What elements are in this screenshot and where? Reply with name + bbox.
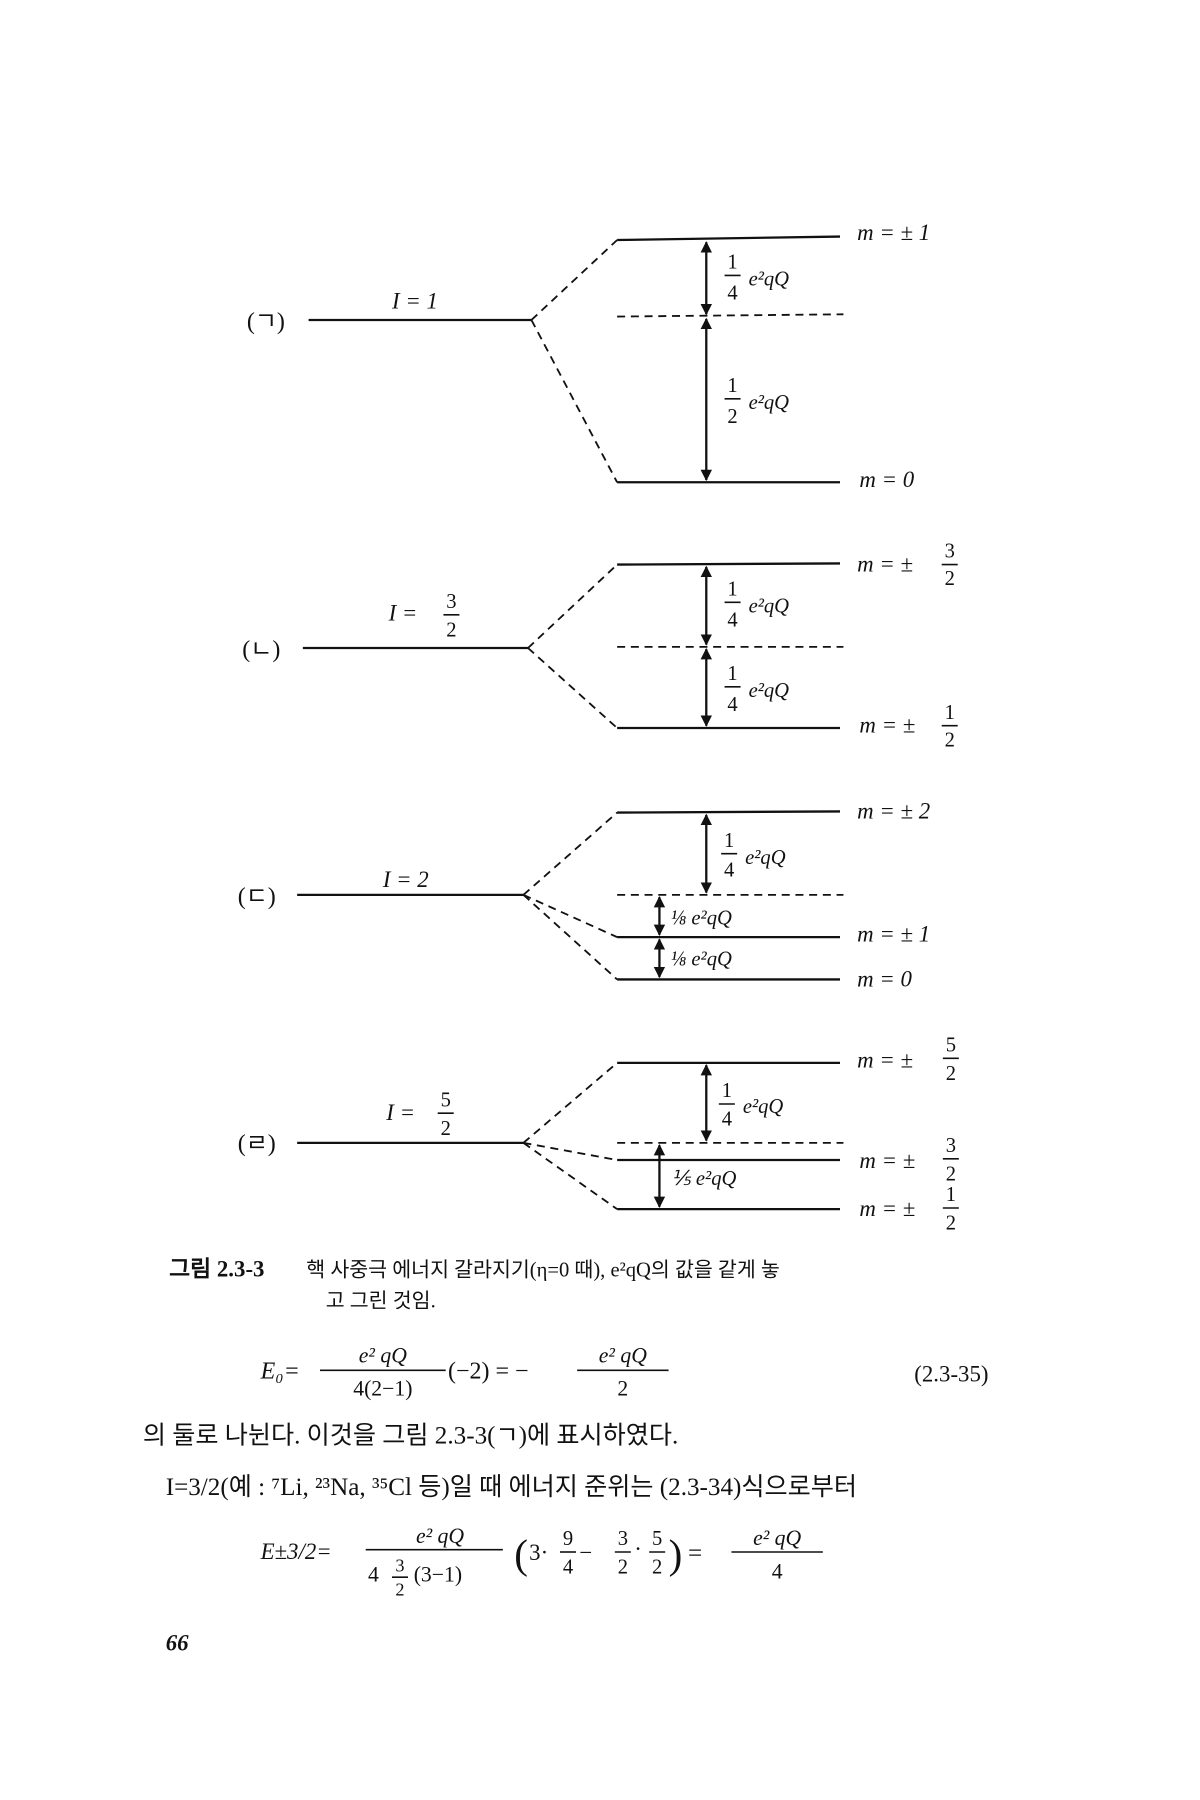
eq-paren: ( <box>514 1531 528 1578</box>
level-label: m = 0 <box>857 966 912 991</box>
fraction-num: 3 <box>945 541 955 563</box>
fraction-num: 1 <box>727 578 737 600</box>
eq-num: e² qQ <box>416 1524 464 1548</box>
body-line: I=3/2(예 : ⁷Li, ²³Na, ³⁵Cl 등)일 때 에너지 준위는 … <box>166 1473 857 1501</box>
fraction-num: 1 <box>727 663 737 685</box>
panel-i-3-2: (ㄴ) I = 3 2 m = ± 3 2 m = ± 1 2 1 4 e²qQ… <box>242 541 958 751</box>
fraction-den: 4 <box>727 282 737 304</box>
fraction-den: 2 <box>945 729 955 751</box>
body-line: 의 둘로 나뉜다. 이것을 그림 2.3-3(ㄱ)에 표시하였다. <box>143 1421 678 1449</box>
fraction-num: 1 <box>722 1080 732 1102</box>
equation-2-3-35: E₀= e² qQ 4(2−1) (−2) = − e² qQ 2 (2.3-3… <box>260 1343 989 1400</box>
eq-den: 4 <box>563 1557 573 1579</box>
fraction-num: 5 <box>441 1089 451 1111</box>
figure-caption-cont: 고 그린 것임. <box>326 1289 436 1312</box>
level-label: m = ± 2 <box>857 798 930 823</box>
fraction-den: 4 <box>722 1109 732 1131</box>
fraction-num: 1 <box>727 375 737 397</box>
gap-label: ⅛ e²qQ <box>671 908 732 930</box>
gap-label: ⅕ e²qQ <box>671 1168 737 1190</box>
eq-den: (3−1) <box>414 1563 462 1587</box>
level-line <box>617 235 841 242</box>
eq-lhs: E₀= <box>260 1358 300 1384</box>
gap-unit: e²qQ <box>749 392 790 414</box>
fraction-den: 2 <box>946 1213 956 1235</box>
fraction-den: 4 <box>724 860 734 882</box>
spin-label: I = <box>385 1100 415 1125</box>
fraction-num: 3 <box>946 1135 956 1157</box>
eq-den: 2 <box>652 1557 662 1579</box>
figure-caption: 핵 사중극 에너지 갈라지기(η=0 때), e²qQ의 값을 같게 놓 <box>306 1259 780 1282</box>
eq-num: e² qQ <box>599 1343 647 1367</box>
fraction-num: 1 <box>946 1184 956 1206</box>
eq-num: e² qQ <box>359 1343 407 1367</box>
panel-label: (ㄴ) <box>242 637 280 663</box>
split-connector <box>530 319 618 483</box>
fraction-den: 2 <box>727 406 737 428</box>
spin-label: I = 1 <box>391 289 438 314</box>
figure-caption-label: 그림 2.3-3 <box>169 1257 264 1282</box>
level-label: m = ± <box>859 1196 915 1221</box>
panel-label: (ㄱ) <box>247 309 285 335</box>
eq-num: e² qQ <box>753 1526 801 1550</box>
eq-num: 3 <box>618 1528 628 1550</box>
eq-den: 2 <box>618 1557 628 1579</box>
eq-term: 3· <box>529 1540 548 1565</box>
fraction-num: 5 <box>946 1034 956 1056</box>
equation-e-3-2: E±3/2= e² qQ 4 3 2 (3−1) ( 3· 9 4 − 3 2 … <box>260 1524 823 1599</box>
fraction-num: 1 <box>945 702 955 724</box>
eq-num: 5 <box>652 1528 662 1550</box>
gap-unit: e²qQ <box>749 269 790 291</box>
gap-unit: e²qQ <box>749 680 790 702</box>
reference-line <box>617 313 844 318</box>
fraction-num: 3 <box>446 591 456 613</box>
panel-i-5-2: (ㄹ) I = 5 2 m = ± 5 2 m = ± 3 2 m = ± 1 … <box>238 1034 959 1235</box>
eq-den: 4(2−1) <box>353 1376 412 1400</box>
eq-den-den: 2 <box>395 1579 404 1599</box>
level-label: m = ± <box>859 713 915 738</box>
fraction-den: 2 <box>441 1118 451 1140</box>
gap-label: ⅛ e²qQ <box>671 949 732 971</box>
fraction-num: 1 <box>724 830 734 852</box>
split-connector <box>530 239 618 321</box>
eq-den: 2 <box>617 1376 628 1400</box>
fraction-den: 2 <box>446 620 456 642</box>
fraction-den: 4 <box>727 609 737 631</box>
panel-i-2: (ㄷ) I = 2 m = ± 2 m = ± 1 m = 0 1 4 e²qQ… <box>238 798 930 991</box>
eq-term: = <box>688 1540 702 1567</box>
eq-term: · <box>634 1537 642 1562</box>
panel-label: (ㄹ) <box>238 1131 276 1157</box>
equation-number: (2.3-35) <box>914 1362 988 1387</box>
fraction-den: 2 <box>945 568 955 590</box>
eq-mid: (−2) = − <box>448 1358 529 1384</box>
level-label: m = ± <box>857 1047 913 1072</box>
page-number: 66 <box>166 1630 189 1655</box>
eq-den: 4 <box>772 1559 783 1583</box>
fraction-num: 1 <box>727 252 737 274</box>
gap-unit: e²qQ <box>749 596 790 618</box>
eq-den-num: 3 <box>395 1555 404 1575</box>
gap-unit: e²qQ <box>743 1096 784 1118</box>
panel-i-1: (ㄱ) I = 1 m = ± 1 m = 0 1 4 e²qQ 1 2 e²q… <box>247 220 930 492</box>
eq-num: 9 <box>563 1528 573 1550</box>
level-label: m = ± 1 <box>857 922 930 947</box>
level-label: m = ± <box>859 1148 915 1173</box>
spin-label: I = <box>388 601 418 626</box>
fraction-den: 4 <box>727 694 737 716</box>
gap-unit: e²qQ <box>745 847 786 869</box>
eq-paren: ) <box>669 1531 683 1578</box>
eq-term: − <box>579 1540 592 1565</box>
level-label: m = 0 <box>859 467 914 492</box>
level-label: m = ± <box>857 551 913 576</box>
spin-label: I = 2 <box>382 867 429 892</box>
fraction-den: 2 <box>946 1063 956 1085</box>
level-label: m = ± 1 <box>857 220 930 245</box>
eq-den: 4 <box>368 1563 379 1587</box>
fraction-den: 2 <box>946 1164 956 1186</box>
eq-lhs: E±3/2= <box>260 1539 332 1564</box>
panel-label: (ㄷ) <box>238 884 276 910</box>
